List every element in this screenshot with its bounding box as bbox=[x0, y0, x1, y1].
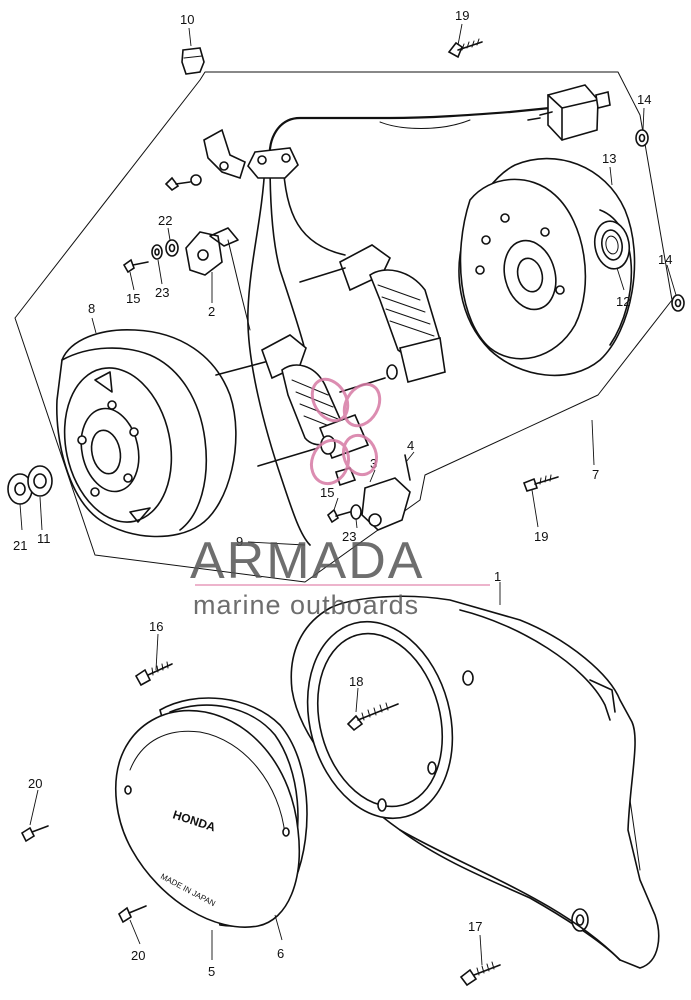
callout-9: 9 bbox=[236, 534, 243, 549]
callout-labels: 10 19 14 13 22 14 15 23 12 8 2 4 3 7 15 … bbox=[13, 8, 672, 979]
bolt-16 bbox=[134, 661, 173, 687]
mounting-bracket bbox=[203, 128, 246, 180]
callout-23-upper: 23 bbox=[155, 285, 169, 300]
oil-seal bbox=[593, 220, 631, 270]
watermark: ARMADA marine outboards bbox=[190, 377, 490, 620]
callout-10: 10 bbox=[180, 12, 194, 27]
callout-20-lower: 20 bbox=[131, 948, 145, 963]
flywheel bbox=[56, 329, 237, 538]
callout-17: 17 bbox=[468, 919, 482, 934]
callout-22: 22 bbox=[158, 213, 172, 228]
callout-16: 16 bbox=[149, 619, 163, 634]
callout-5: 5 bbox=[208, 964, 215, 979]
washer-14-right bbox=[671, 294, 685, 312]
callout-12: 12 bbox=[616, 294, 630, 309]
callout-2: 2 bbox=[208, 304, 215, 319]
washer-23-upper bbox=[151, 244, 163, 260]
callout-11: 11 bbox=[37, 531, 51, 546]
callout-14-top: 14 bbox=[637, 92, 651, 107]
outer-cover: HONDA MADE IN JAPAN bbox=[115, 709, 301, 928]
stator-base bbox=[458, 157, 636, 377]
ignition-coil-lower bbox=[215, 334, 386, 467]
bolt-20-lower bbox=[117, 905, 147, 924]
callout-6: 6 bbox=[277, 946, 284, 961]
callout-7: 7 bbox=[592, 467, 599, 482]
callout-8: 8 bbox=[88, 301, 95, 316]
callout-19-right: 19 bbox=[534, 529, 548, 544]
generator-cover bbox=[290, 595, 660, 969]
ignition-coil-upper bbox=[299, 244, 446, 383]
bolt-18 bbox=[346, 702, 399, 732]
callout-19-top: 19 bbox=[455, 8, 469, 23]
assembly-boundary bbox=[14, 71, 673, 583]
callout-14-right: 14 bbox=[658, 252, 672, 267]
contact-breaker bbox=[185, 227, 251, 331]
watermark-brand: ARMADA bbox=[190, 532, 424, 590]
bolt-17 bbox=[459, 961, 501, 987]
leader-lines bbox=[19, 23, 677, 966]
grommet bbox=[181, 47, 205, 75]
callout-23-lower: 23 bbox=[342, 529, 356, 544]
bolt-19-right bbox=[522, 474, 559, 492]
screw-15-upper bbox=[122, 258, 149, 274]
watermark-logo bbox=[309, 377, 382, 486]
callout-13: 13 bbox=[602, 151, 616, 166]
callout-18: 18 bbox=[349, 674, 363, 689]
callout-21: 21 bbox=[13, 538, 27, 553]
cable-clamp bbox=[247, 147, 299, 179]
callout-3: 3 bbox=[370, 456, 377, 471]
bolt-20-upper bbox=[20, 825, 49, 843]
callout-15-lower: 15 bbox=[320, 485, 334, 500]
flywheel-washer bbox=[27, 465, 53, 497]
screw-15-lower bbox=[326, 508, 351, 524]
screw-bracket bbox=[164, 174, 202, 192]
callout-15-upper: 15 bbox=[126, 291, 140, 306]
callout-20-upper: 20 bbox=[28, 776, 42, 791]
bolt-19-top bbox=[447, 38, 483, 59]
washer-14-top bbox=[635, 129, 649, 147]
watermark-tagline: marine outboards bbox=[193, 590, 419, 620]
washer-22 bbox=[165, 239, 179, 257]
callout-4: 4 bbox=[407, 438, 414, 453]
callout-1: 1 bbox=[494, 569, 501, 584]
washer-23-lower bbox=[350, 504, 362, 520]
